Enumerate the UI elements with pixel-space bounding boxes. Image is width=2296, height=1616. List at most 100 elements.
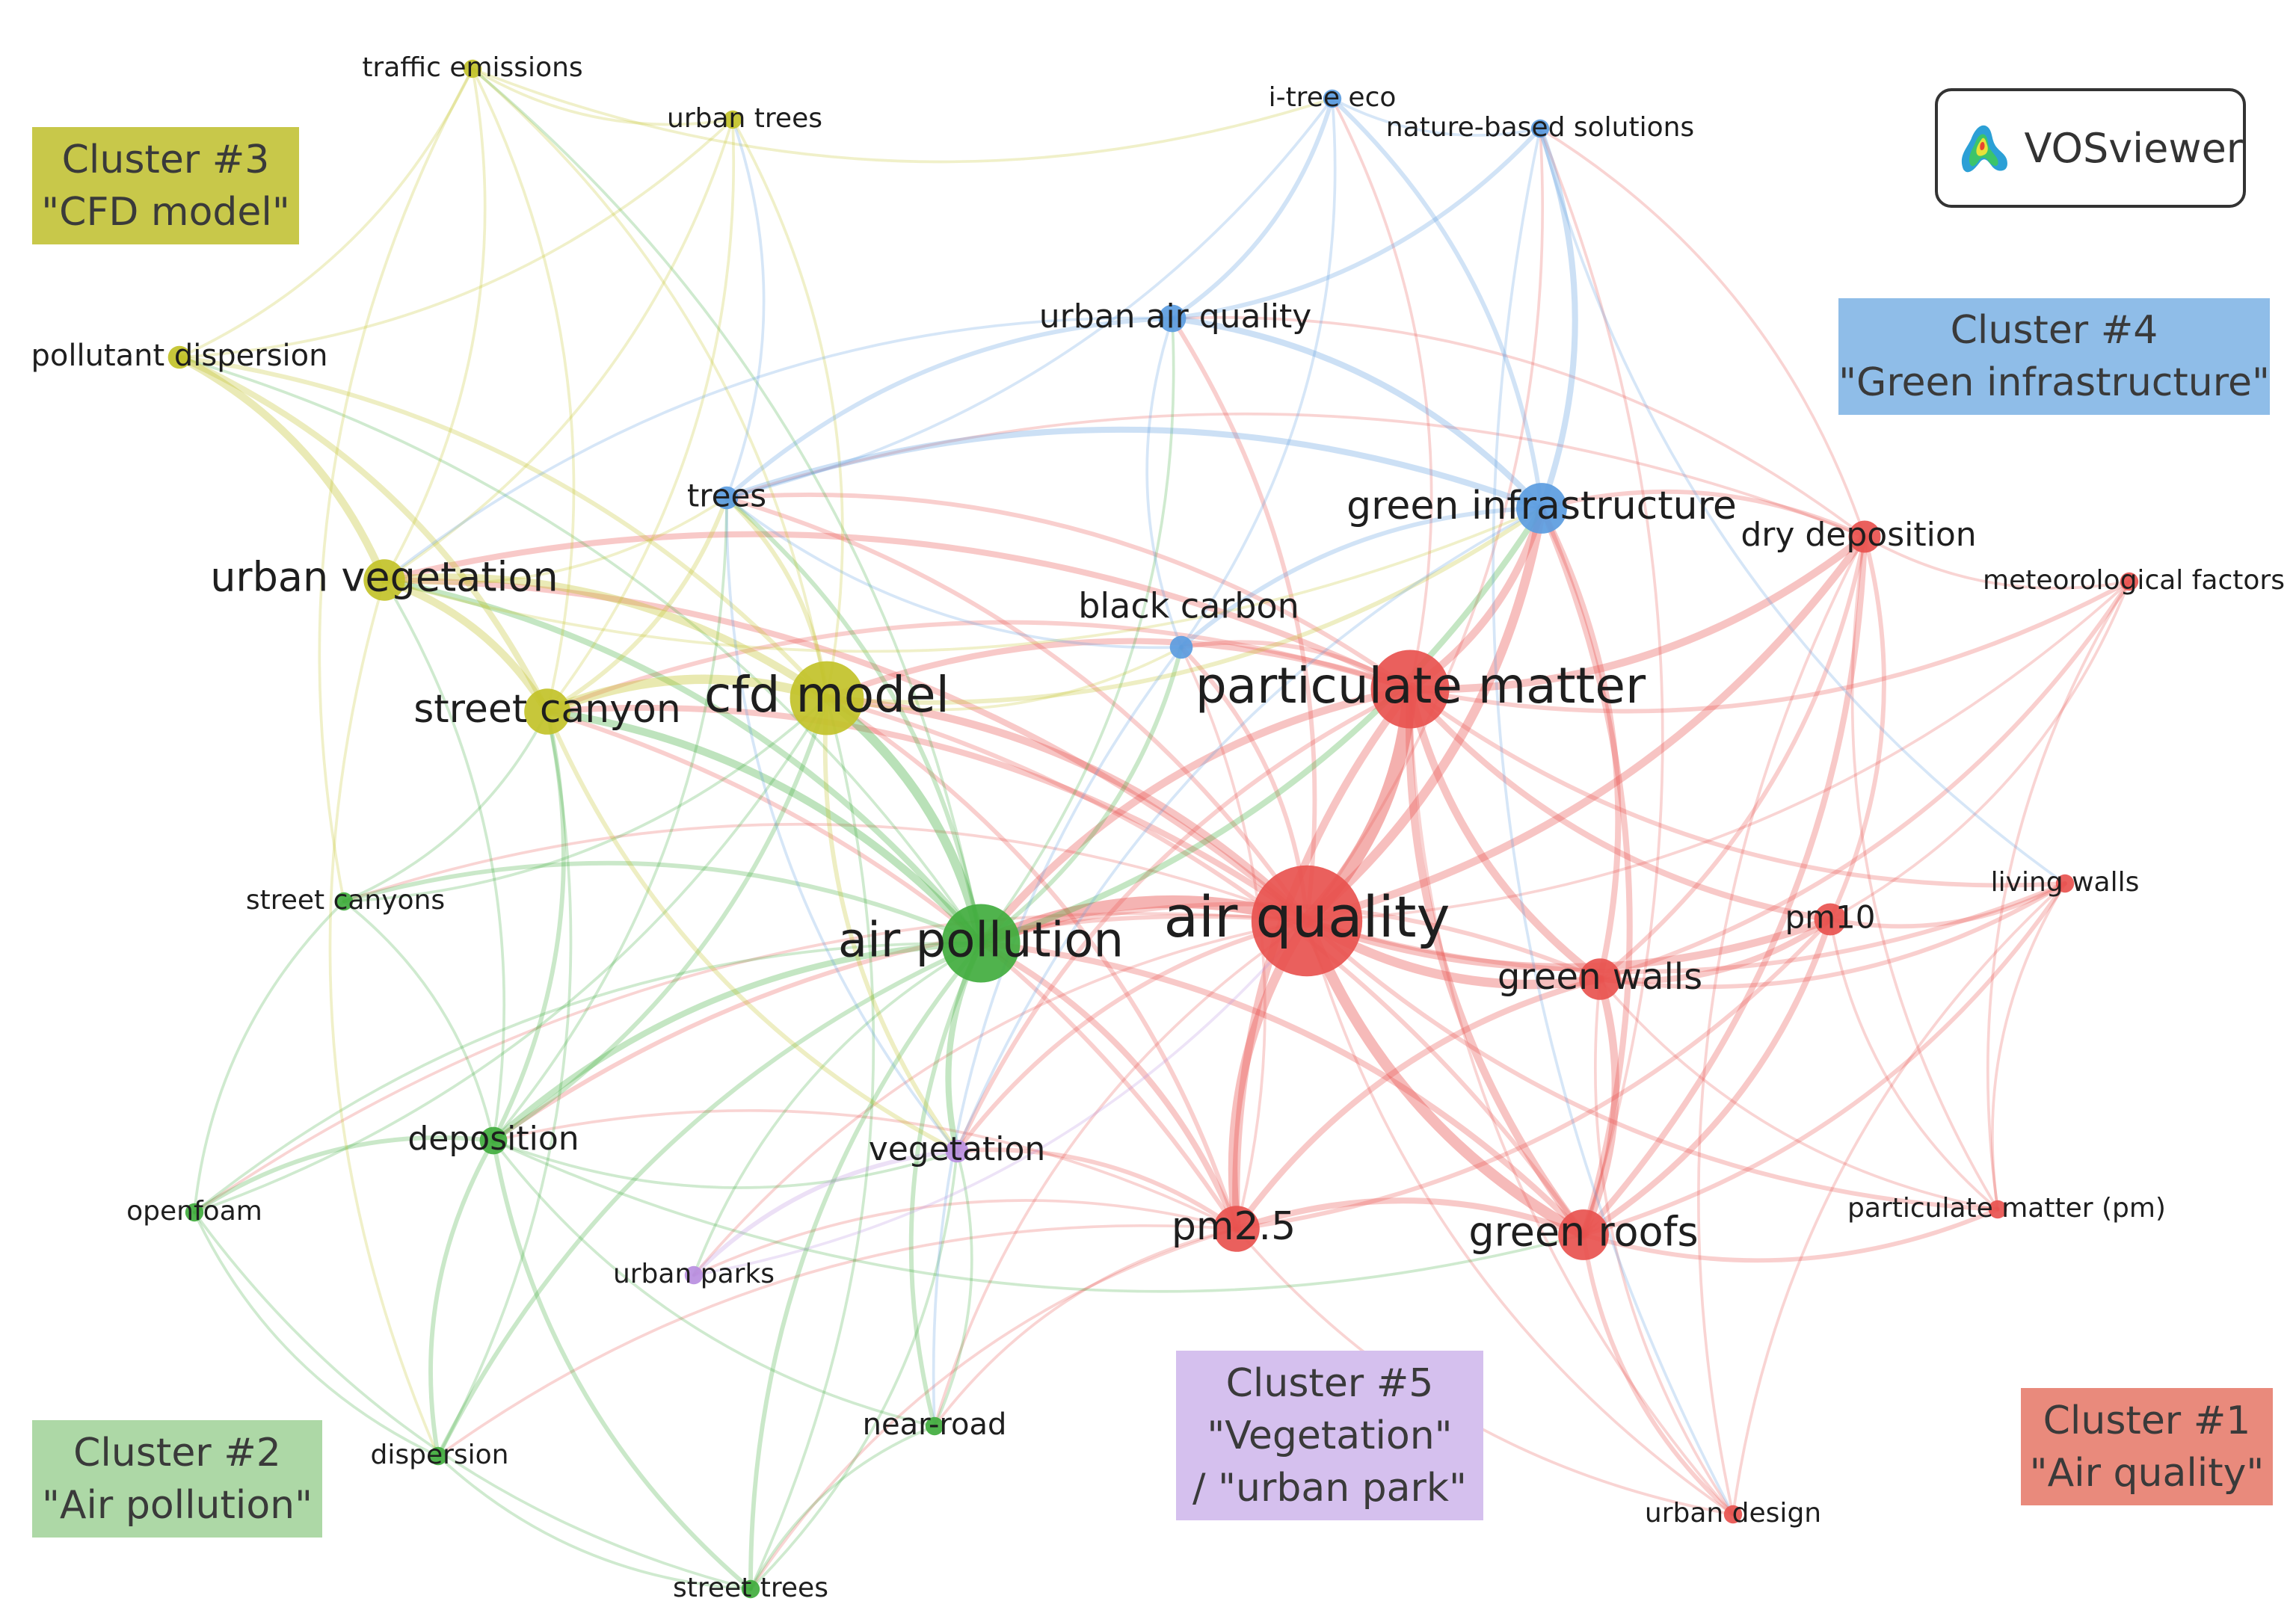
- edge-street-canyons--street-canyon: [342, 710, 549, 903]
- node-green-walls[interactable]: [1579, 958, 1621, 1000]
- edge-urban-vegetation--urban-trees: [383, 118, 734, 582]
- edge-layer: [175, 67, 2132, 1591]
- edge-green-roofs--nature-based-solutions: [1539, 127, 1664, 1236]
- label-pm2-5: pm2.5: [1172, 1204, 1296, 1249]
- edge-air-quality--urban-parks: [692, 919, 1308, 1277]
- edge-green-infrastructure--urban-air-quality: [1169, 315, 1545, 512]
- node-meteorological-factors[interactable]: [2120, 572, 2139, 591]
- node-i-tree-eco[interactable]: [1323, 89, 1342, 108]
- node-pollutant-dispersion[interactable]: [167, 345, 191, 369]
- node-openfoam[interactable]: [185, 1203, 204, 1222]
- edge-urban-air-quality--trees: [724, 316, 1175, 500]
- edge-urban-vegetation--pollutant-dispersion: [175, 353, 389, 585]
- edge-air-pollution--street-canyon: [543, 707, 985, 948]
- node-trees[interactable]: [715, 486, 739, 510]
- edge-air-pollution--trees: [724, 496, 983, 946]
- edge-urban-air-quality--nature-based-solutions: [1170, 126, 1542, 321]
- edge-trees--urban-trees: [725, 118, 766, 499]
- node-green-roofs[interactable]: [1558, 1209, 1609, 1260]
- edge-street-trees--cfd-model: [749, 697, 875, 1591]
- edge-green-roofs--pm2-5: [1233, 1197, 1587, 1239]
- node-green-infrastructure[interactable]: [1516, 483, 1567, 534]
- edge-particulate-matter--meteorological-factors: [1408, 579, 2132, 714]
- logo-text: VOSviewer: [2024, 124, 2243, 172]
- edge-particulate-matter--living-walls: [1408, 687, 2067, 888]
- edge-urban-vegetation--dispersion: [328, 579, 440, 1458]
- label-black-carbon: black carbon: [1078, 586, 1299, 626]
- edge-dry-deposition--nature-based-solutions: [1539, 127, 1866, 538]
- node-air-quality[interactable]: [1251, 865, 1363, 977]
- node-pm10[interactable]: [1814, 903, 1847, 936]
- edge-green-infrastructure--vegetation: [955, 507, 1543, 1153]
- edge-particulate-matter--street-canyon: [545, 620, 1412, 714]
- node-particulate-matter[interactable]: [1370, 650, 1450, 729]
- edge-particulate-matter--pm10: [1406, 685, 1834, 923]
- edge-urban-vegetation--green-infrastructure: [383, 507, 1543, 653]
- edge-dry-deposition--green-infrastructure: [1539, 489, 1867, 539]
- edge-pm10--particulate-matter-pm: [1829, 918, 1999, 1211]
- edge-deposition--dispersion: [428, 1138, 496, 1458]
- edge-air-pollution--green-infrastructure: [977, 505, 1545, 947]
- node-urban-air-quality[interactable]: [1158, 304, 1187, 333]
- node-street-canyons[interactable]: [334, 892, 354, 911]
- edge-air-quality--urban-air-quality: [1170, 316, 1317, 923]
- node-urban-vegetation[interactable]: [363, 559, 405, 601]
- edge-trees--i-tree-eco: [725, 97, 1334, 499]
- edge-near-road--street-trees: [749, 1425, 936, 1591]
- label-air-quality: air quality: [1163, 883, 1450, 950]
- edge-openfoam--dispersion: [193, 1211, 440, 1458]
- edge-air-pollution--cfd-model: [822, 693, 986, 949]
- node-particulate-matter-pm[interactable]: [1988, 1200, 2007, 1219]
- edge-green-roofs--dry-deposition: [1580, 533, 1868, 1239]
- node-traffic-emissions[interactable]: [463, 59, 482, 78]
- label-urban-parks: urban parks: [613, 1259, 775, 1289]
- edge-black-carbon--i-tree-eco: [1180, 97, 1337, 649]
- edge-particulate-matter--urban-design: [1409, 688, 1735, 1516]
- edge-air-quality--particulate-matter-pm: [1305, 919, 2000, 1212]
- node-urban-trees[interactable]: [723, 110, 742, 129]
- label-deposition: deposition: [407, 1120, 579, 1158]
- edge-urban-parks--air-quality: [692, 919, 1308, 1277]
- edge-air-quality--cfd-model: [822, 694, 1311, 925]
- node-street-trees[interactable]: [741, 1579, 760, 1599]
- edge-pm2-5--deposition: [492, 1108, 1238, 1230]
- node-living-walls[interactable]: [2055, 874, 2075, 893]
- node-air-pollution[interactable]: [941, 904, 1021, 983]
- edge-pm2-5--pm10: [1234, 917, 1832, 1231]
- edge-green-walls--urban-design: [1594, 978, 1735, 1516]
- label-cfd-model: cfd model: [704, 666, 950, 724]
- node-urban-parks[interactable]: [684, 1265, 704, 1285]
- node-vegetation[interactable]: [945, 1139, 969, 1163]
- edge-green-roofs--air-pollution: [977, 940, 1587, 1239]
- edge-air-quality--nature-based-solutions: [1305, 127, 1545, 922]
- label-trees: trees: [687, 478, 766, 514]
- node-nature-based-solutions[interactable]: [1530, 119, 1550, 138]
- edge-dry-deposition--meteorological-factors: [1863, 535, 2131, 590]
- edge-deposition--street-trees: [491, 1138, 753, 1591]
- node-near-road[interactable]: [925, 1416, 944, 1436]
- vosviewer-logo-icon: [1961, 125, 2007, 173]
- edge-street-trees--vegetation: [749, 1150, 958, 1591]
- label-particulate-matter: particulate matter: [1195, 657, 1646, 715]
- node-street-canyon[interactable]: [524, 688, 570, 735]
- node-cfd-model[interactable]: [790, 661, 864, 735]
- edge-air-pollution--urban-vegetation: [381, 576, 985, 947]
- edge-living-walls--particulate-matter-pm: [1991, 882, 2066, 1211]
- edge-street-canyon--urban-vegetation: [380, 576, 552, 716]
- legend-cluster-3-title: Cluster #3: [61, 137, 270, 182]
- edge-dispersion--street-trees: [437, 1455, 752, 1591]
- node-black-carbon[interactable]: [1169, 635, 1193, 659]
- node-urban-design[interactable]: [1723, 1505, 1743, 1524]
- node-deposition[interactable]: [479, 1126, 508, 1155]
- legend-cluster-1-name: "Air quality": [2029, 1450, 2265, 1496]
- label-street-trees: street trees: [673, 1573, 828, 1603]
- legend-cluster-2-title: Cluster #2: [73, 1430, 281, 1475]
- node-dry-deposition[interactable]: [1848, 520, 1881, 553]
- edge-pm10--meteorological-factors: [1829, 580, 2131, 921]
- edge-meteorological-factors--particulate-matter-pm: [1986, 580, 2131, 1211]
- label-pm10: pm10: [1785, 899, 1875, 936]
- node-dispersion[interactable]: [428, 1446, 448, 1466]
- node-pm2-5[interactable]: [1213, 1206, 1260, 1252]
- edge-dispersion--street-canyon: [437, 710, 573, 1458]
